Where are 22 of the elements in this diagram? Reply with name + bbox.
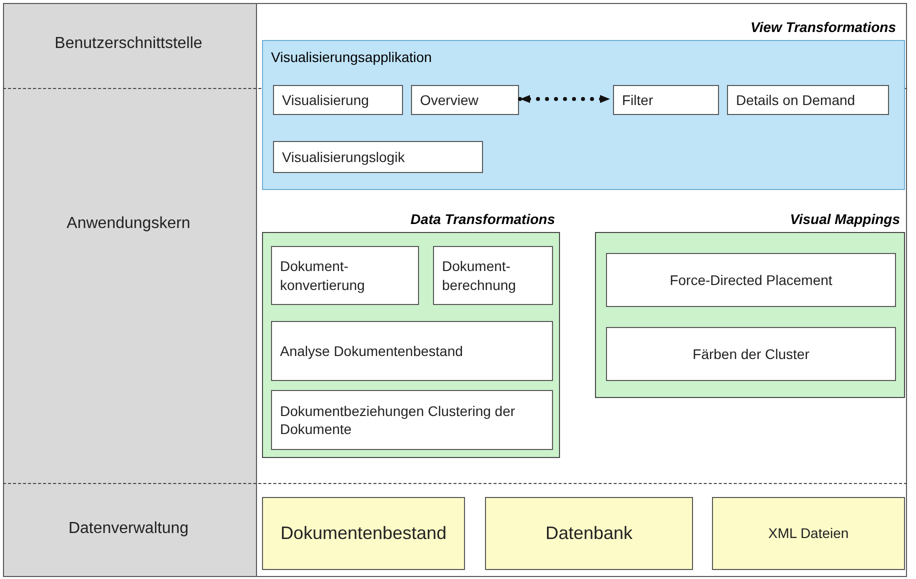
process-box: Visualisierungslogik [273,141,483,173]
process-box: Overview [411,85,519,115]
panel-heading: Data Transformations [410,211,555,227]
process-box: Force-Directed Placement [606,253,896,307]
process-box: Details on Demand [727,85,889,115]
data-store-box: XML Dateien [712,497,905,570]
double-arrow [518,95,612,103]
panel-title: Visualisierungsapplikation [271,49,432,65]
process-box: Filter [613,85,719,115]
process-box: Dokumentbeziehungen Clustering der Dokumente [271,390,553,450]
data-store-box: Dokumentenbestand [262,497,465,570]
layer-label: Datenverwaltung [67,520,190,538]
panel-heading: View Transformations [750,19,896,35]
panel-heading: Visual Mappings [790,211,900,227]
process-box: Färben der Cluster [606,327,896,381]
layer-label: Anwendungskern [66,215,192,233]
process-box: Analyse Dokumentenbestand [271,321,553,381]
data-store-box: Datenbank [485,497,693,570]
process-box: Dokument- konvertierung [271,246,419,305]
layer-label: Benutzerschnittstelle [54,35,204,53]
process-box: Dokument- berechnung [433,246,553,305]
process-box: Visualisierung [273,85,403,115]
